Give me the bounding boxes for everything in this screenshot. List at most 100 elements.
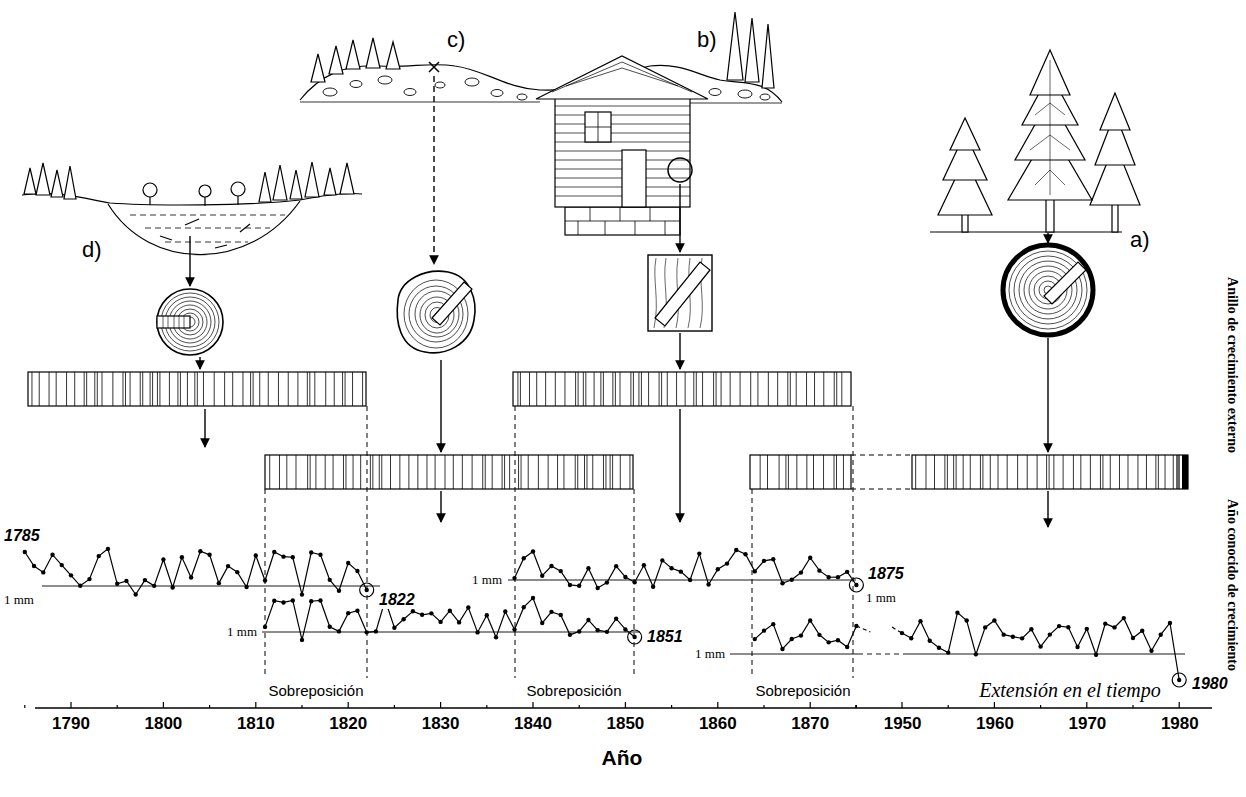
- lake-scene: [51, 170, 63, 197]
- ring-line: [1127, 455, 1128, 489]
- ring-line: [504, 455, 505, 489]
- axis-tick: [486, 705, 487, 708]
- ring-line: [638, 372, 639, 406]
- series-point: [826, 640, 830, 644]
- series-point: [485, 613, 489, 617]
- series-point: [605, 630, 609, 634]
- log-cabin: [622, 150, 646, 207]
- ring-line: [269, 455, 270, 489]
- series-point: [392, 626, 396, 630]
- ring-line: [659, 372, 660, 406]
- series-point: [355, 609, 359, 613]
- series-point: [614, 564, 618, 568]
- series-point: [586, 618, 590, 622]
- ring-line: [417, 455, 418, 489]
- ring-line: [834, 372, 835, 406]
- series-point: [78, 584, 82, 588]
- series-point: [1038, 644, 1042, 648]
- flow-arrows: [199, 357, 200, 369]
- ring-line: [1158, 455, 1159, 489]
- series-point: [817, 633, 821, 637]
- axis-tick: [348, 702, 349, 708]
- flow-arrows: [433, 76, 434, 264]
- ring-line: [790, 372, 791, 406]
- ring-width-series: [892, 610, 1186, 687]
- ring-line: [1178, 455, 1179, 489]
- lake-scene: [340, 163, 354, 194]
- ring-line: [1053, 455, 1054, 489]
- flow-arrows: [1047, 233, 1048, 243]
- series-point: [364, 630, 368, 634]
- known-year-marker: [360, 583, 374, 597]
- series-point: [337, 589, 341, 593]
- ring-line: [125, 372, 126, 406]
- series-point: [189, 575, 193, 579]
- ring-line: [1110, 455, 1111, 489]
- ring-line: [693, 372, 694, 406]
- ring-line: [785, 455, 786, 489]
- ring-line: [592, 455, 593, 489]
- axis-tick: [440, 702, 441, 708]
- core-a: [1019, 261, 1077, 319]
- ring-line: [586, 455, 587, 489]
- ring-width-series: [23, 547, 374, 597]
- ring-line: [545, 372, 546, 406]
- panel-letter: a): [1128, 227, 1152, 253]
- ring-bar: [28, 372, 366, 406]
- year-label: 1851: [645, 628, 685, 646]
- axis-tick: [671, 705, 672, 708]
- flow-arrows: [1047, 491, 1048, 527]
- ring-line: [605, 455, 606, 489]
- ring-line: [39, 372, 40, 406]
- lake-scene: [290, 170, 302, 199]
- ring-line: [286, 455, 287, 489]
- log-cabin: [552, 62, 692, 92]
- ring-line: [915, 455, 916, 489]
- ring-line: [620, 455, 621, 489]
- series-point: [559, 569, 563, 573]
- ring-line: [518, 455, 519, 489]
- ring-line: [334, 372, 335, 406]
- ring-line: [934, 455, 935, 489]
- ring-line: [66, 372, 67, 406]
- overlap-label: Sobreposición: [266, 682, 365, 699]
- ring-line: [603, 455, 604, 489]
- series-point: [346, 611, 350, 615]
- living-trees: [1112, 203, 1118, 232]
- ring-line: [813, 455, 814, 489]
- axis-tick: [855, 705, 856, 708]
- flow-arrows: [204, 409, 205, 447]
- ring-line: [1027, 455, 1028, 489]
- series-point: [272, 550, 276, 554]
- axis-tick: [1179, 702, 1180, 708]
- series-point: [780, 647, 784, 651]
- series-point: [725, 561, 729, 565]
- tick-label: 1950: [882, 714, 924, 734]
- axis-tick: [301, 705, 302, 708]
- ring-line: [360, 455, 361, 489]
- ring-line: [445, 455, 446, 489]
- ring-line: [399, 455, 400, 489]
- series-point: [263, 578, 267, 582]
- ring-line: [157, 372, 158, 406]
- series-point: [780, 581, 784, 585]
- ring-line: [485, 455, 486, 489]
- axis-tick: [948, 705, 949, 708]
- series-point: [808, 556, 812, 560]
- ring-line: [841, 372, 842, 406]
- overlap-label: Sobreposición: [524, 682, 623, 699]
- series-point: [1011, 634, 1015, 638]
- ring-line: [325, 372, 326, 406]
- series-point: [522, 556, 526, 560]
- ring-bar: [513, 372, 851, 406]
- ring-line: [259, 372, 260, 406]
- log-cabin: [555, 97, 690, 207]
- ring-line: [836, 372, 837, 406]
- ring-line: [345, 372, 346, 406]
- ring-line: [548, 455, 549, 489]
- ring-line: [86, 372, 87, 406]
- ring-line: [834, 455, 835, 489]
- lake-scene: [143, 183, 157, 197]
- axis-tick: [117, 705, 118, 708]
- moraine-hill: [311, 12, 774, 88]
